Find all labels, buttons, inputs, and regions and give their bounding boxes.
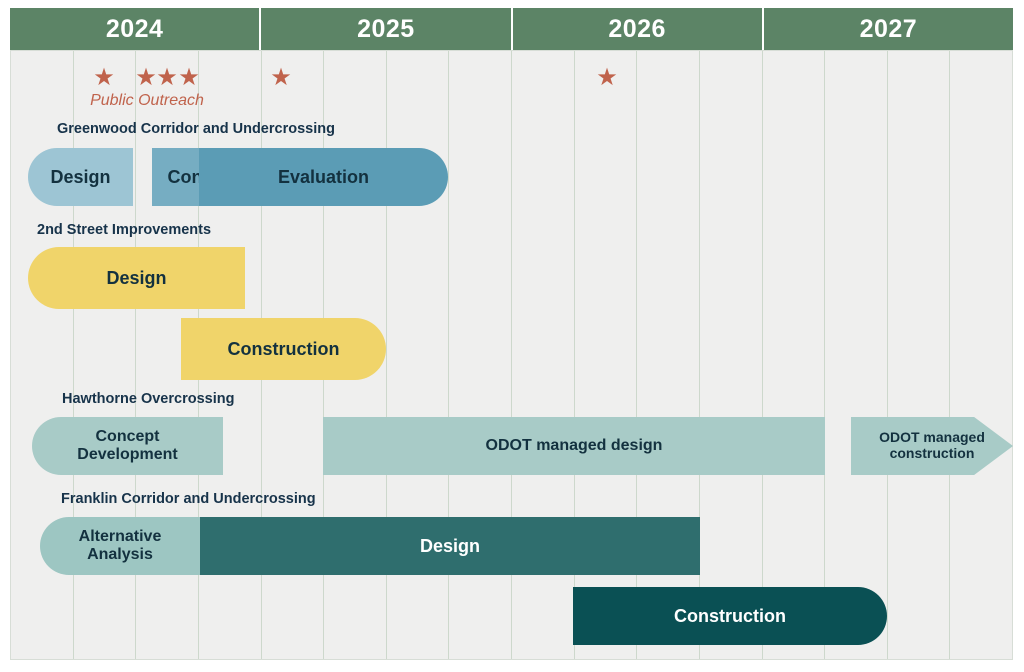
milestone-star-icon: ★ xyxy=(270,64,292,91)
public-outreach-legend-label: Public Outreach xyxy=(90,92,204,109)
timeline-bar[interactable]: Design xyxy=(200,517,700,575)
milestone-star-icon: ★ xyxy=(135,64,157,91)
timeline-bar[interactable]: ODOT managed design xyxy=(323,417,825,475)
milestone-star-icon: ★ xyxy=(178,64,200,91)
timeline-bar[interactable]: Evaluation xyxy=(199,148,448,206)
year-header-cell-2026: 2026 xyxy=(512,8,764,50)
timeline-bar-label: Design xyxy=(419,535,480,556)
grid-column-q9 xyxy=(512,51,575,659)
grid-column-q15 xyxy=(888,51,951,659)
timeline-bar[interactable]: ODOT managed construction xyxy=(851,417,1013,475)
milestone-star-icon: ★ xyxy=(156,64,178,91)
grid-column-q16 xyxy=(950,51,1012,659)
grid-column-q11 xyxy=(637,51,700,659)
timeline-bar-label: Design xyxy=(106,267,167,288)
grid-column-q6 xyxy=(324,51,387,659)
project-group-label: Franklin Corridor and Undercrossing xyxy=(61,491,316,507)
timeline-year-header: 2024 2025 2026 2027 xyxy=(10,8,1013,50)
year-header-cell-2024: 2024 xyxy=(10,8,262,50)
grid-column-q8 xyxy=(449,51,512,659)
timeline-bar-label: Construction xyxy=(674,605,786,626)
timeline-bar[interactable]: Design xyxy=(28,148,133,206)
timeline-bar[interactable]: Concept Development xyxy=(32,417,223,475)
timeline-bar[interactable]: Design xyxy=(28,247,245,309)
year-header-cell-2025: 2025 xyxy=(261,8,513,50)
grid-column-q2 xyxy=(74,51,137,659)
year-header-cell-2027: 2027 xyxy=(763,8,1013,50)
project-group-label: 2nd Street Improvements xyxy=(37,222,212,238)
timeline-bar-label: Alternative Analysis xyxy=(78,528,162,563)
milestone-star-icon: ★ xyxy=(93,64,115,91)
timeline-bar[interactable]: Construction xyxy=(181,318,386,380)
timeline-bar[interactable]: Construction xyxy=(573,587,887,645)
grid-column-q13 xyxy=(763,51,826,659)
timeline-bar-label: ODOT managed design xyxy=(485,437,663,455)
project-group-label: Hawthorne Overcrossing xyxy=(62,391,235,407)
timeline-bar-label: Concept Development xyxy=(77,428,178,463)
grid-column-q10 xyxy=(575,51,638,659)
timeline-bar[interactable]: Alternative Analysis xyxy=(40,517,200,575)
grid-column-q7 xyxy=(387,51,450,659)
timeline-bar-label: Construction xyxy=(227,338,340,359)
timeline-bar-label: Evaluation xyxy=(277,166,370,187)
timeline-bar-label: ODOT managed construction xyxy=(879,429,985,461)
timeline-bar-label: Design xyxy=(50,166,111,187)
grid-column-q1 xyxy=(11,51,74,659)
project-group-label: Greenwood Corridor and Undercrossing xyxy=(57,121,335,137)
milestone-star-icon: ★ xyxy=(596,64,618,91)
grid-column-q12 xyxy=(700,51,763,659)
grid-column-q14 xyxy=(825,51,888,659)
